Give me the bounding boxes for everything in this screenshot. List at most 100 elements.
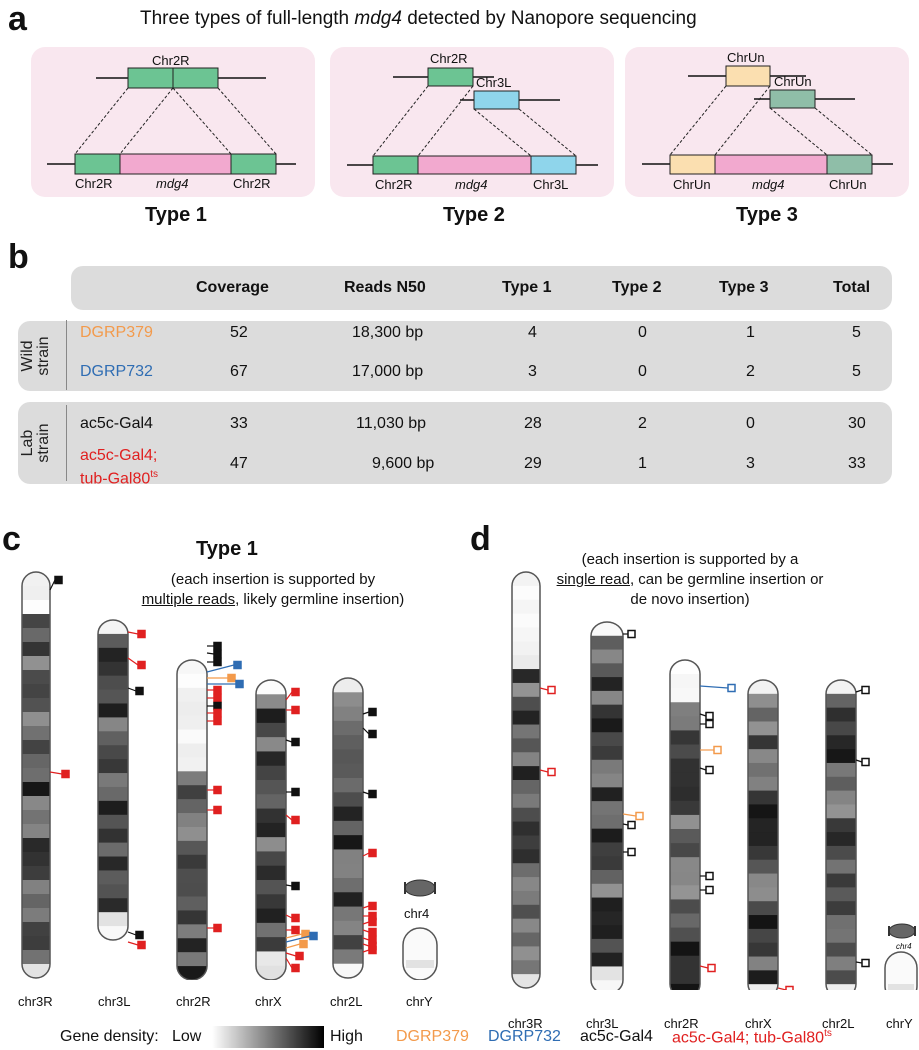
type3-top-label-2: ChrUn	[774, 74, 812, 89]
c-label-chr2L: chr2L	[330, 994, 363, 1009]
d-insertion-marker-6	[699, 683, 736, 693]
d-label-chr3L: chr3L	[586, 1016, 619, 1031]
type3-top-label-1: ChrUn	[727, 50, 765, 65]
legend-low: Low	[172, 1028, 202, 1045]
c-insertion-marker-13	[207, 685, 222, 695]
c-insertion-marker-26	[285, 881, 300, 891]
cell-coverage: 67	[230, 363, 248, 380]
d-insertion-marker-5	[623, 847, 636, 857]
c-label-chr2R: chr2R	[176, 994, 211, 1009]
legend-gene-density-label: Gene density:	[60, 1028, 159, 1045]
c-insertion-marker-3	[127, 657, 146, 670]
header-reads-n50: Reads N50	[344, 279, 426, 296]
wild-strain-label: Wild strain	[19, 336, 52, 376]
legend-dgrp732: DGRP732	[488, 1028, 561, 1045]
type1-bottom-right-label: Chr2R	[233, 176, 271, 191]
d-label-chr2L: chr2L	[822, 1016, 855, 1031]
type2-bottom-left-label: Chr2R	[375, 177, 413, 192]
c-insertion-marker-2	[127, 629, 146, 639]
c-insertion-marker-40	[362, 917, 377, 927]
panel-a-title-italic: mdg4	[354, 8, 402, 29]
panel-a-diagrams	[47, 65, 893, 175]
row-strain-ac5c-tub: ac5c-Gal4; tub-Gal80ts	[80, 447, 159, 488]
panel-d-ideograms	[511, 571, 918, 990]
type3-bottom-left-label: ChrUn	[673, 177, 711, 192]
cell-n50: 9,600 bp	[372, 455, 435, 472]
d-insertion-marker-15	[855, 685, 870, 695]
type3-bottom-mid-label: mdg4	[752, 177, 785, 192]
c-insertion-marker-30	[285, 931, 318, 943]
cell-type2: 0	[638, 324, 647, 341]
d-insertion-marker-11	[700, 871, 714, 881]
type2-caption: Type 2	[443, 204, 505, 226]
type3-bottom-right-label: ChrUn	[829, 177, 867, 192]
panel-d-label: d	[470, 520, 491, 558]
type1-caption: Type 1	[145, 204, 207, 226]
c-label-chrY: chrY	[406, 994, 433, 1009]
c-insertion-marker-28	[286, 925, 300, 935]
d-chr3R	[511, 571, 541, 989]
d-insertion-marker-16	[855, 757, 870, 767]
c-insertion-marker-25	[285, 814, 300, 825]
cell-type2: 1	[638, 455, 647, 472]
d-insertion-marker-12	[700, 885, 714, 895]
c-insertion-marker-36	[362, 789, 377, 799]
panel-a-title-suffix: detected by Nanopore sequencing	[401, 8, 697, 29]
c-chr3R	[21, 571, 51, 979]
type2-top-label-2: Chr3L	[476, 75, 512, 90]
c-insertion-marker-10	[206, 660, 242, 673]
wild-strain-group	[18, 321, 892, 391]
c-insertion-marker-33	[285, 957, 300, 973]
panel-c-subtitle: (each insertion is supported by multiple…	[141, 571, 405, 608]
d-insertion-marker-10	[699, 765, 714, 775]
panel-a-label: a	[8, 0, 27, 38]
c-insertion-marker-14	[207, 693, 222, 703]
header-total: Total	[833, 279, 871, 296]
wild-divider	[66, 320, 67, 390]
cell-coverage: 47	[230, 455, 248, 472]
cell-type3: 0	[746, 415, 755, 432]
c-insertion-marker-6	[127, 940, 146, 950]
c-insertion-marker-21	[285, 687, 300, 701]
d-label-chrY: chrY	[886, 1016, 913, 1031]
d-insertion-marker-1	[539, 767, 556, 777]
cell-total: 30	[848, 415, 866, 432]
c-label-chr4: chr4	[404, 906, 430, 921]
c-insertion-marker-16	[207, 708, 222, 718]
c-insertion-marker-4	[127, 686, 144, 696]
c-label-chr3R: chr3R	[18, 994, 53, 1009]
cell-type2: 2	[638, 415, 647, 432]
c-insertion-marker-7	[207, 641, 222, 651]
cell-type2: 0	[638, 363, 647, 380]
panel-c-ideograms	[21, 571, 438, 980]
type1-bottom-left-label: Chr2R	[75, 176, 113, 191]
c-insertion-marker-41	[362, 927, 377, 937]
c-label-chr3L: chr3L	[98, 994, 131, 1009]
c-insertion-marker-0	[49, 575, 63, 591]
c-insertion-marker-17	[207, 716, 222, 726]
header-type2: Type 2	[612, 279, 662, 296]
lab-divider	[66, 405, 67, 481]
d-insertion-marker-13	[699, 963, 716, 973]
cell-type3: 3	[746, 455, 755, 472]
d-insertion-marker-2	[623, 629, 636, 639]
c-insertion-marker-9	[207, 657, 222, 667]
cell-type1: 29	[524, 455, 542, 472]
d-insertion-marker-14	[777, 985, 794, 990]
d-label-chr3R: chr3R	[508, 1016, 543, 1031]
row-strain-dgrp379: DGRP379	[80, 324, 153, 341]
c-insertion-marker-32	[285, 951, 304, 961]
c-insertion-marker-1	[49, 769, 70, 779]
panel-c-label: c	[2, 520, 21, 558]
c-insertion-marker-23	[285, 737, 300, 747]
c-insertion-marker-19	[207, 805, 222, 815]
c-insertion-marker-20	[207, 923, 222, 933]
cell-n50: 11,030 bp	[356, 415, 426, 432]
type2-top-label-1: Chr2R	[430, 51, 468, 66]
cell-type1: 4	[528, 324, 537, 341]
cell-type1: 28	[524, 415, 542, 432]
row-strain-dgrp732: DGRP732	[80, 363, 153, 380]
d-insertion-marker-4	[622, 820, 636, 830]
d-insertion-marker-17	[855, 958, 870, 968]
cell-coverage: 33	[230, 415, 248, 432]
